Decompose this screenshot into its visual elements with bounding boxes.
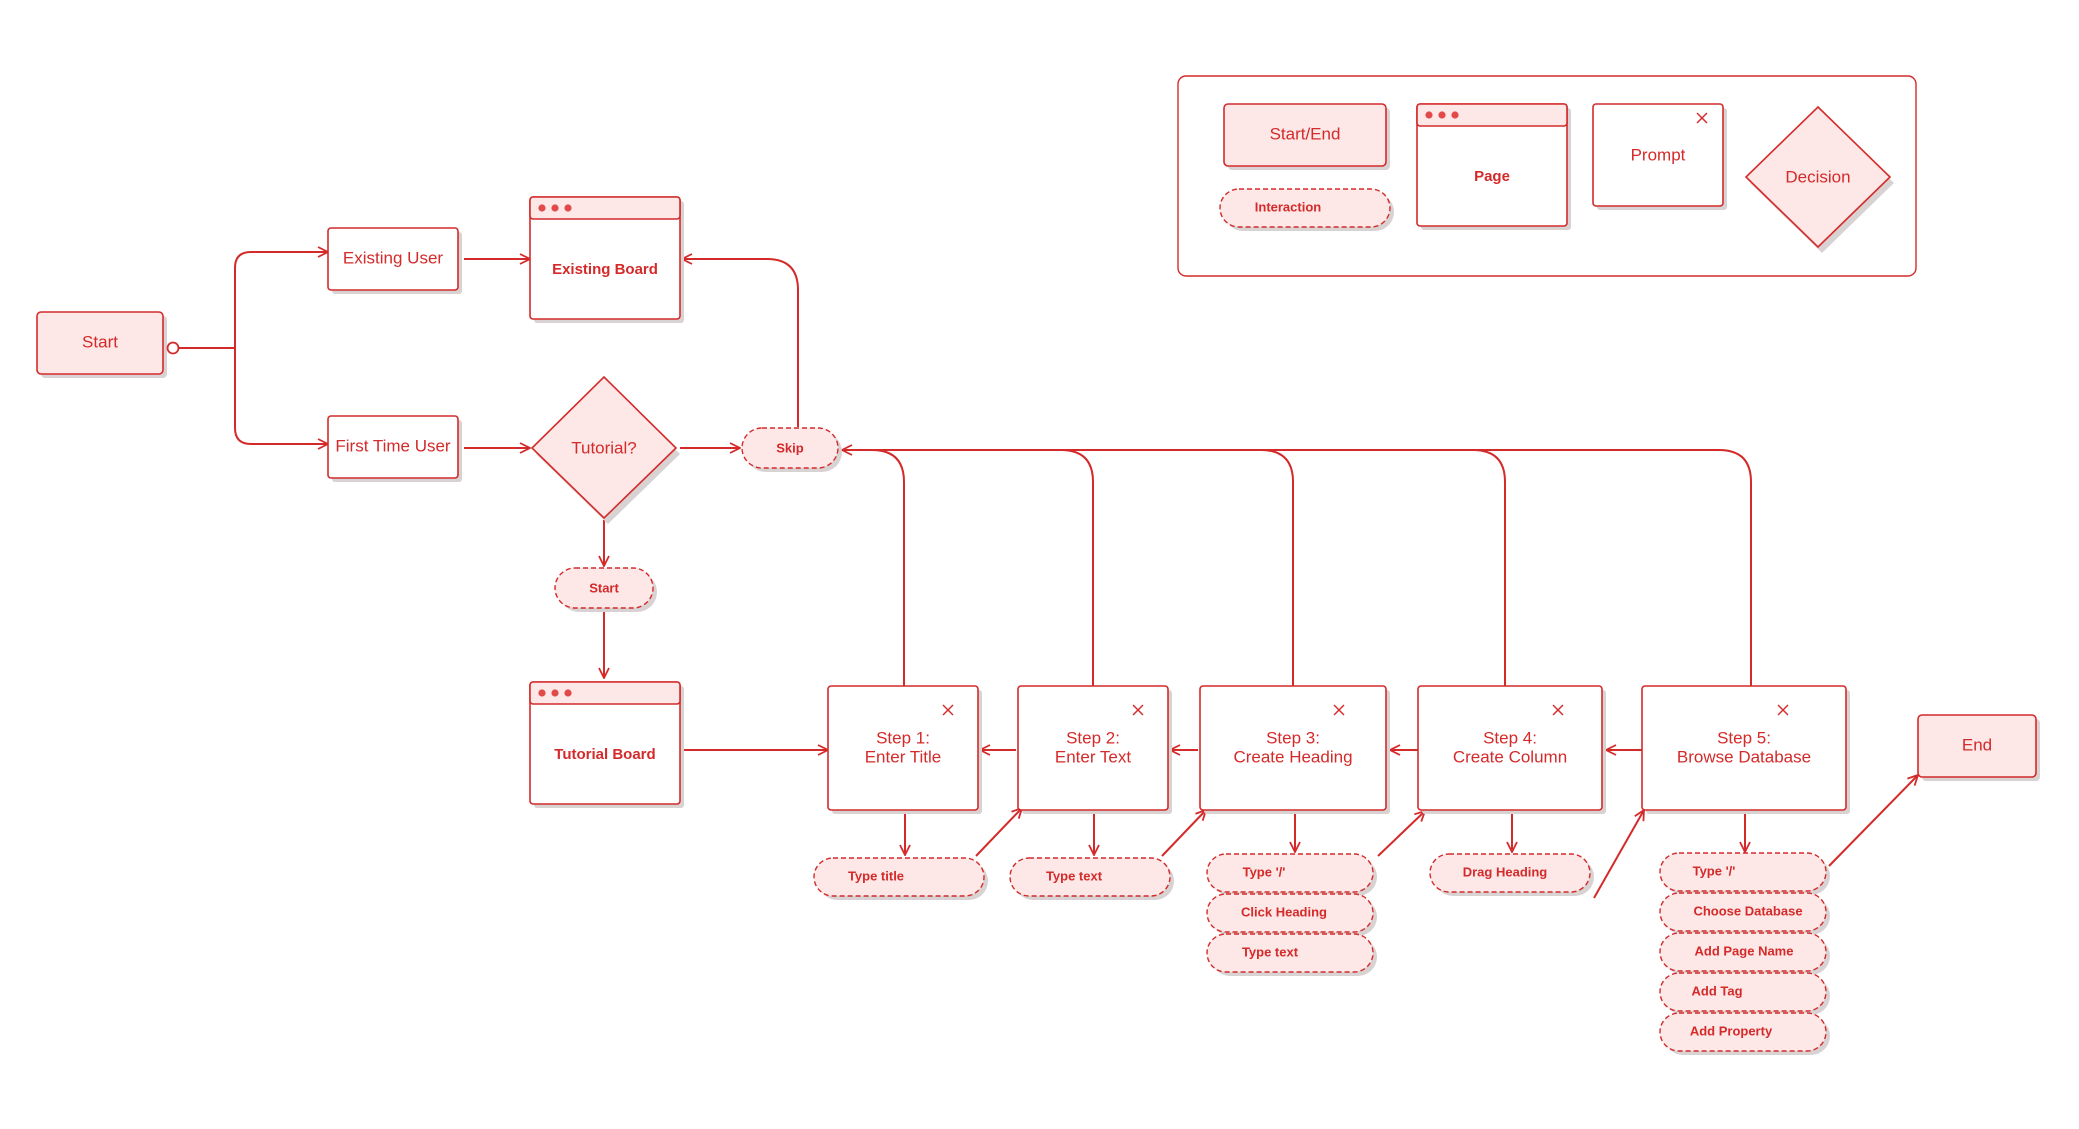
step-3-title: Step 3: [1266, 728, 1320, 747]
end-label: End [1962, 735, 1992, 754]
step-2-title: Step 2: [1066, 728, 1120, 747]
step-3-subtitle: Create Heading [1233, 747, 1352, 766]
legend-page: Page [1416, 103, 1571, 230]
tutorial-board-label: Tutorial Board [554, 746, 655, 763]
legend-interaction-label: Interaction [1255, 199, 1322, 214]
action-add-page-name: Add Page Name [1659, 932, 1830, 975]
action-label: Choose Database [1693, 903, 1802, 918]
tutorial-board-page: Tutorial Board [529, 681, 684, 808]
existing-board-page: Existing Board [529, 196, 684, 323]
legend-start-end-label: Start/End [1270, 124, 1341, 143]
close-icon [942, 704, 954, 716]
skip-label: Skip [776, 440, 804, 455]
action-label: Type text [1242, 944, 1299, 959]
legend-decision-label: Decision [1785, 167, 1850, 186]
existing-board-label: Existing Board [552, 261, 658, 278]
step-1-prompt: Step 1: Enter Title [827, 685, 982, 814]
legend-prompt: Prompt [1592, 103, 1727, 210]
legend: Start/End Interaction Page Prompt [1177, 75, 1917, 277]
step-2-subtitle: Enter Text [1055, 747, 1132, 766]
action-label: Add Property [1690, 1023, 1773, 1038]
close-icon [1333, 704, 1345, 716]
close-icon [1552, 704, 1564, 716]
step-1-title: Step 1: [876, 728, 930, 747]
action-type-slash: Type '/' [1206, 853, 1377, 896]
action-label: Type '/' [1693, 863, 1736, 878]
legend-interaction: Interaction [1219, 188, 1394, 231]
action-label: Type '/' [1243, 864, 1286, 879]
action-label: Type title [848, 868, 904, 883]
close-icon [1696, 112, 1708, 124]
existing-user-prompt: Existing User [327, 227, 462, 294]
action-type-slash: Type '/' [1659, 852, 1830, 895]
close-icon [1777, 704, 1789, 716]
existing-user-label: Existing User [343, 248, 443, 267]
action-add-tag: Add Tag [1659, 972, 1830, 1015]
step-2-prompt: Step 2: Enter Text [1017, 685, 1172, 814]
step-3-prompt: Step 3: Create Heading [1199, 685, 1390, 814]
step-4-prompt: Step 4: Create Column [1417, 685, 1606, 814]
tutorial-decision-label: Tutorial? [571, 438, 637, 457]
action-drag-heading: Drag Heading [1429, 853, 1594, 896]
action-label: Add Tag [1691, 983, 1742, 998]
first-time-user-label: First Time User [335, 436, 451, 455]
action-label: Click Heading [1241, 904, 1327, 919]
step-5-prompt: Step 5: Browse Database [1641, 685, 1850, 814]
close-icon [1132, 704, 1144, 716]
action-click-heading: Click Heading [1206, 893, 1377, 936]
start-node: Start [36, 311, 167, 378]
tutorial-start-interaction: Start [554, 567, 657, 612]
start-label: Start [82, 332, 118, 351]
action-type-text: Type text [1206, 933, 1377, 976]
end-node: End [1917, 714, 2040, 781]
start-connector-circle [166, 341, 180, 355]
action-type-text: Type text [1009, 857, 1174, 900]
legend-start-end: Start/End [1223, 103, 1390, 170]
legend-prompt-label: Prompt [1631, 145, 1686, 164]
step-4-title: Step 4: [1483, 728, 1537, 747]
action-label: Type text [1046, 868, 1103, 883]
first-time-user-prompt: First Time User [327, 415, 462, 482]
tutorial-decision: Tutorial? [530, 375, 680, 524]
step-5-subtitle: Browse Database [1677, 747, 1811, 766]
action-type-title: Type title [813, 857, 988, 900]
legend-decision: Decision [1744, 105, 1894, 253]
action-add-property: Add Property [1659, 1012, 1830, 1055]
action-label: Add Page Name [1695, 943, 1794, 958]
step-4-subtitle: Create Column [1453, 747, 1567, 766]
legend-page-label: Page [1474, 168, 1510, 185]
action-choose-database: Choose Database [1659, 892, 1830, 935]
skip-interaction: Skip [741, 427, 842, 472]
step-1-subtitle: Enter Title [865, 747, 942, 766]
connectors [176, 252, 1918, 899]
action-label: Drag Heading [1463, 864, 1548, 879]
step-5-title: Step 5: [1717, 728, 1771, 747]
tutorial-start-label: Start [589, 580, 619, 595]
